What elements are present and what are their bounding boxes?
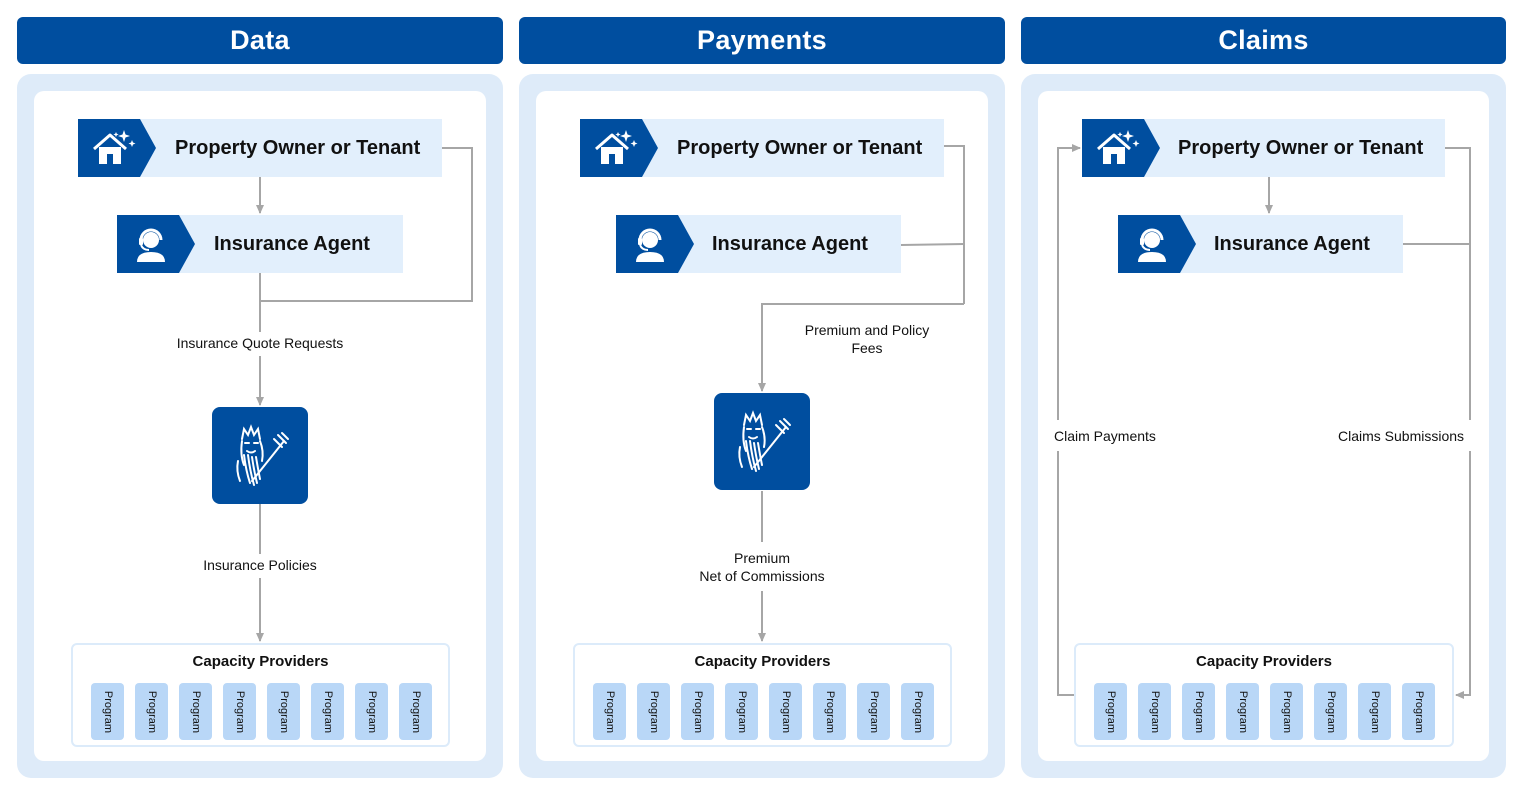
headset-agent-icon: [630, 224, 670, 264]
flow-label-claims-submissions: Claims Submissions: [1338, 427, 1465, 445]
column-header-payments: Payments: [519, 17, 1005, 64]
program-card: Program: [637, 683, 670, 740]
program-card: Program: [593, 683, 626, 740]
program-card: Program: [355, 683, 388, 740]
flow-label-premium-net: Premium Net of Commissions: [682, 549, 842, 585]
program-card: Program: [135, 683, 168, 740]
program-label: Program: [189, 690, 202, 733]
capacity-providers: Capacity Providers Program Program Progr…: [1074, 643, 1454, 747]
agent-icon-box: [117, 215, 195, 273]
program-card: Program: [179, 683, 212, 740]
owner-label: Property Owner or Tenant: [677, 137, 923, 159]
capacity-providers: Capacity Providers Program Program Progr…: [71, 643, 450, 747]
program-card: Program: [813, 683, 846, 740]
owner-icon-box: [1082, 119, 1160, 177]
program-label: Program: [409, 690, 422, 733]
agent-icon-box: [616, 215, 694, 273]
program-label: Program: [1104, 690, 1117, 733]
headset-agent-icon: [131, 224, 171, 264]
program-label: Program: [1236, 690, 1249, 733]
headset-agent-icon: [1132, 224, 1172, 264]
program-label: Program: [911, 690, 924, 733]
program-label: Program: [365, 690, 378, 733]
program-card: Program: [681, 683, 714, 740]
program-card: Program: [267, 683, 300, 740]
program-card: Program: [725, 683, 758, 740]
program-card: Program: [1314, 683, 1347, 740]
owner-label: Property Owner or Tenant: [175, 137, 421, 159]
agent-label: Insurance Agent: [1214, 233, 1370, 255]
owner-node: Property Owner or Tenant: [78, 119, 442, 177]
owner-label: Property Owner or Tenant: [1178, 137, 1424, 159]
program-label: Program: [1412, 690, 1425, 733]
program-label: Program: [603, 690, 616, 733]
owner-node: Property Owner or Tenant: [580, 119, 944, 177]
capacity-title: Capacity Providers: [694, 653, 831, 670]
program-label: Program: [1148, 690, 1161, 733]
house-sparkle-icon: [90, 128, 136, 168]
program-label: Program: [1368, 690, 1381, 733]
company-logo: [714, 393, 810, 490]
program-card: Program: [769, 683, 802, 740]
program-card: Program: [1270, 683, 1303, 740]
capacity-title: Capacity Providers: [192, 653, 329, 670]
poseidon-trident-logo: [738, 410, 791, 472]
program-card: Program: [901, 683, 934, 740]
program-label: Program: [1280, 690, 1293, 733]
owner-icon-box: [78, 119, 156, 177]
program-card: Program: [1094, 683, 1127, 740]
agent-label: Insurance Agent: [712, 233, 868, 255]
program-card: Program: [1138, 683, 1171, 740]
flow-label-insurance-policies: Insurance Policies: [180, 556, 340, 574]
agent-icon-box: [1118, 215, 1196, 273]
house-sparkle-icon: [1094, 128, 1140, 168]
program-card: Program: [1226, 683, 1259, 740]
program-label: Program: [1324, 690, 1337, 733]
company-logo: [212, 407, 308, 504]
agent-label: Insurance Agent: [214, 233, 370, 255]
agent-node: Insurance Agent: [1118, 215, 1403, 273]
agent-node: Insurance Agent: [616, 215, 901, 273]
program-label: Program: [1192, 690, 1205, 733]
program-label: Program: [779, 690, 792, 733]
column-header-data: Data: [17, 17, 503, 64]
program-label: Program: [823, 690, 836, 733]
capacity-providers: Capacity Providers Program Program Progr…: [573, 643, 952, 747]
agent-node: Insurance Agent: [117, 215, 403, 273]
program-card: Program: [1402, 683, 1435, 740]
program-label: Program: [101, 690, 114, 733]
program-label: Program: [735, 690, 748, 733]
flow-label-quote-requests: Insurance Quote Requests: [170, 334, 350, 352]
program-card: Program: [223, 683, 256, 740]
program-card: Program: [1358, 683, 1391, 740]
program-label: Program: [647, 690, 660, 733]
column-header-claims: Claims: [1021, 17, 1506, 64]
program-card: Program: [1182, 683, 1215, 740]
program-label: Program: [867, 690, 880, 733]
program-label: Program: [321, 690, 334, 733]
flow-label-claim-payments: Claim Payments: [1054, 427, 1156, 445]
owner-icon-box: [580, 119, 658, 177]
owner-node: Property Owner or Tenant: [1082, 119, 1445, 177]
program-card: Program: [399, 683, 432, 740]
program-label: Program: [233, 690, 246, 733]
program-label: Program: [277, 690, 290, 733]
program-label: Program: [145, 690, 158, 733]
house-sparkle-icon: [592, 128, 638, 168]
poseidon-trident-logo: [236, 424, 289, 486]
program-card: Program: [311, 683, 344, 740]
program-label: Program: [691, 690, 704, 733]
capacity-title: Capacity Providers: [1196, 653, 1332, 670]
program-card: Program: [857, 683, 890, 740]
program-card: Program: [91, 683, 124, 740]
flow-label-premium-policy-fees: Premium and Policy Fees: [792, 321, 942, 357]
